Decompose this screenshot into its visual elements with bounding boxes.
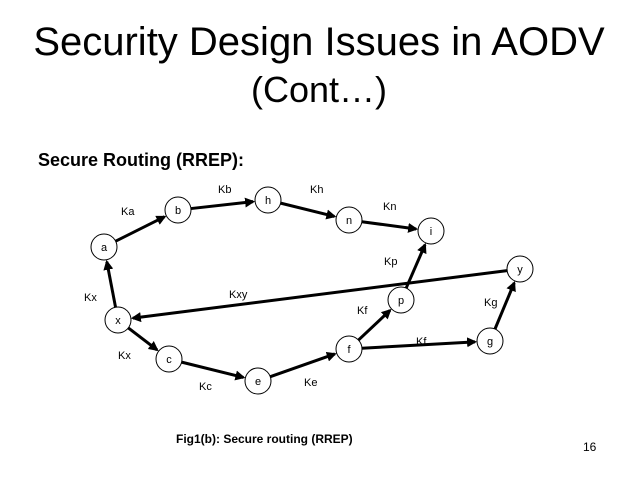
edge-h-n [280, 201, 337, 220]
slide-title-line2: (Cont…) [250, 69, 388, 110]
edge-label-h-n: Kh [310, 184, 323, 196]
node-a: a [90, 233, 118, 261]
node-label-h: h [265, 195, 271, 207]
node-circle-h [254, 186, 282, 214]
node-label-x: x [115, 315, 121, 327]
edge-p-i [404, 242, 427, 289]
node-y: y [506, 255, 534, 283]
node-e: e [244, 367, 272, 395]
page-number: 16 [583, 440, 597, 454]
slide-title-line1: Security Design Issues in AODV [33, 20, 605, 64]
edge-c-e [181, 360, 246, 381]
node-label-e: e [255, 376, 261, 388]
node-label-i: i [430, 226, 432, 238]
edge-e-f [269, 351, 337, 379]
node-circle-n [335, 206, 363, 234]
node-circle-a [90, 233, 118, 261]
node-circle-f [335, 335, 363, 363]
edge-n-i [361, 220, 419, 233]
node-label-a: a [101, 242, 108, 254]
edge-label-f-g: Kf [416, 336, 427, 348]
node-n: n [335, 206, 363, 234]
node-label-f: f [347, 344, 351, 356]
nodes-layer: a b h n i y p x c e f g [90, 186, 534, 395]
edge-label-f-p: Kf [357, 305, 368, 317]
node-b: b [164, 196, 192, 224]
node-circle-c [155, 345, 183, 373]
edge-x-a [103, 259, 118, 308]
node-label-y: y [517, 264, 523, 276]
edge-label-x-c: Kx [118, 350, 131, 362]
edge-f-g [361, 337, 478, 350]
edge-label-a-b: Ka [121, 206, 135, 218]
edge-b-h [190, 197, 256, 211]
edge-label-e-f: Ke [304, 377, 317, 389]
edges-layer [103, 197, 516, 381]
node-circle-y [506, 255, 534, 283]
node-circle-i [417, 217, 445, 245]
node-h: h [254, 186, 282, 214]
node-label-b: b [175, 205, 181, 217]
edge-y-x [130, 269, 508, 323]
node-f: f [335, 335, 363, 363]
edge-label-p-i: Kp [384, 256, 397, 268]
node-i: i [417, 217, 445, 245]
edge-label-b-h: Kb [218, 184, 231, 196]
section-subheading: Secure Routing (RREP): [38, 150, 245, 170]
node-p: p [387, 286, 415, 314]
node-c: c [155, 345, 183, 373]
edge-label-y-x: Kxy [229, 289, 248, 301]
edge-label-x-a: Kx [84, 292, 97, 304]
node-label-c: c [166, 354, 172, 366]
edge-label-c-e: Kc [199, 381, 212, 393]
node-label-n: n [346, 215, 352, 227]
edge-a-b [114, 215, 167, 243]
edge-label-n-i: Kn [383, 201, 396, 213]
node-label-p: p [398, 295, 404, 307]
edge-label-g-y: Kg [484, 297, 497, 309]
node-g: g [476, 327, 504, 355]
node-label-g: g [487, 336, 493, 348]
node-circle-p [387, 286, 415, 314]
figure-caption: Fig1(b): Secure routing (RREP) [176, 432, 353, 446]
node-circle-x [104, 306, 132, 334]
node-circle-g [476, 327, 504, 355]
node-circle-b [164, 196, 192, 224]
edge-f-p [357, 308, 392, 342]
node-circle-e [244, 367, 272, 395]
edge-g-y [493, 281, 516, 330]
edge-x-c [127, 326, 159, 352]
node-x: x [104, 306, 132, 334]
